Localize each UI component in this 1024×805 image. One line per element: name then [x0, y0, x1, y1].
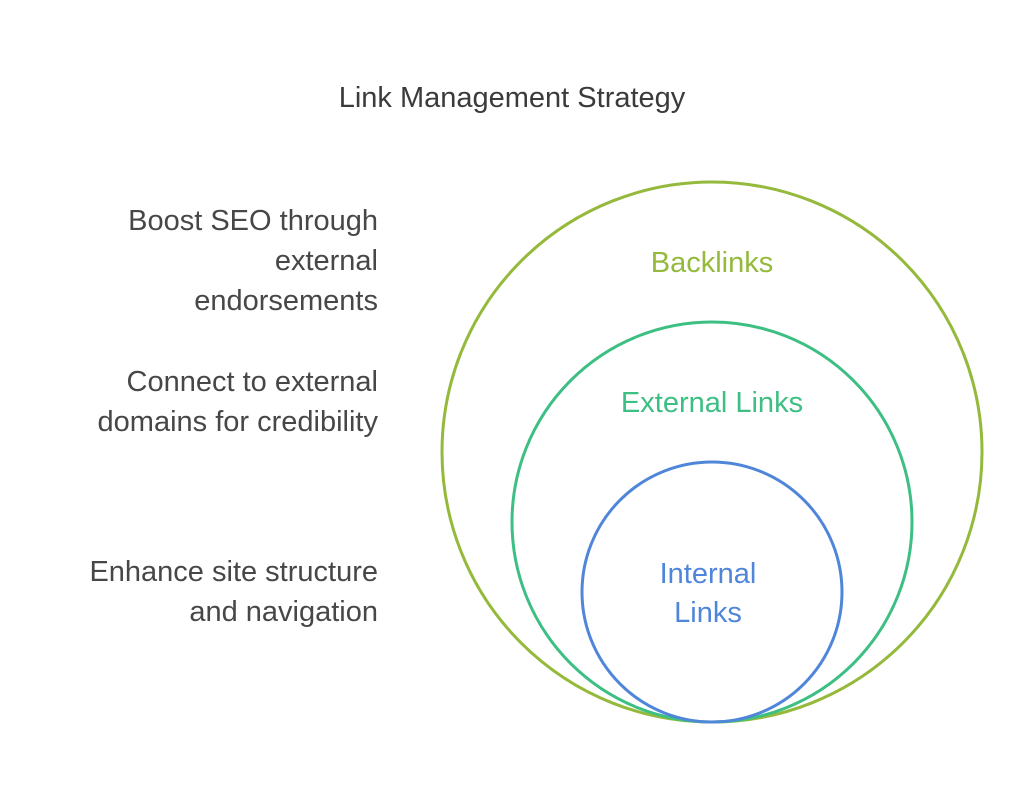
- internal-links-circle: [580, 460, 844, 724]
- backlinks-label: Backlinks: [651, 247, 774, 279]
- description-line: domains for credibility: [97, 406, 378, 438]
- description-line: Enhance site structure: [89, 556, 378, 588]
- description-internal-links: Enhance site structure and navigation: [18, 552, 378, 632]
- description-backlinks: Boost SEO through external endorsements: [18, 201, 378, 321]
- description-line: Boost SEO through: [128, 205, 378, 237]
- description-external-links: Connect to external domains for credibil…: [18, 362, 378, 442]
- diagram-title: Link Management Strategy: [338, 82, 686, 114]
- description-line: external: [274, 245, 378, 277]
- description-line: and navigation: [189, 596, 378, 628]
- internal-links-label-line-1: Internal: [660, 558, 757, 590]
- external-links-label: External Links: [621, 387, 803, 419]
- description-line: endorsements: [194, 285, 378, 317]
- description-line: Connect to external: [126, 366, 378, 398]
- external-links-circle: [510, 320, 914, 724]
- internal-links-label-line-2: Links: [674, 597, 742, 629]
